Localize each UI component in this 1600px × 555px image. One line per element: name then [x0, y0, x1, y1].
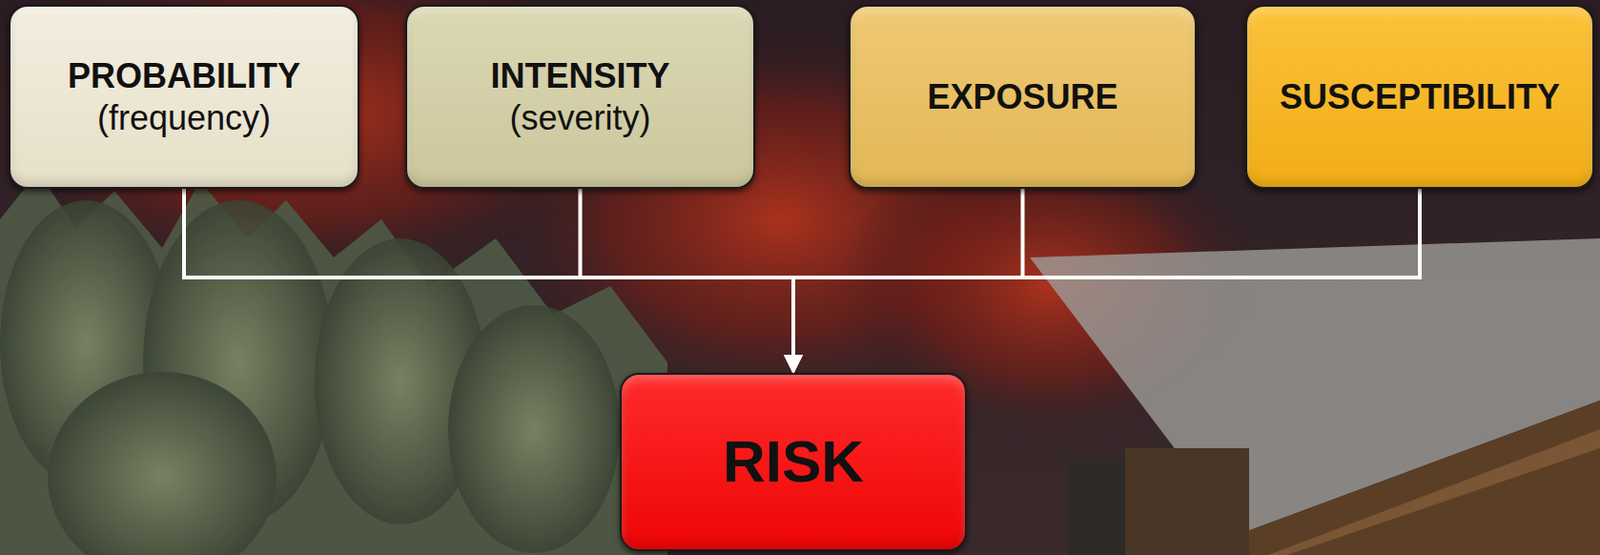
- connector-line: [184, 188, 794, 372]
- factor-box: PROBABILITY(frequency): [8, 4, 360, 189]
- box-subtitle: (severity): [509, 97, 651, 139]
- connector-line: [793, 188, 1024, 372]
- box-title: EXPOSURE: [926, 76, 1118, 118]
- factor-box: EXPOSURE: [848, 4, 1197, 189]
- box-title: SUSCEPTIBILITY: [1279, 76, 1560, 118]
- box-title: INTENSITY: [490, 55, 670, 97]
- factor-box: INTENSITY(severity): [405, 4, 756, 189]
- box-subtitle: (frequency): [97, 97, 271, 139]
- factor-box: SUSCEPTIBILITY: [1245, 4, 1595, 189]
- box-title: RISK: [722, 426, 864, 497]
- box-title: PROBABILITY: [67, 55, 301, 97]
- connector-line: [793, 188, 1420, 372]
- connector-line: [580, 188, 795, 372]
- result-box: RISK: [619, 372, 967, 552]
